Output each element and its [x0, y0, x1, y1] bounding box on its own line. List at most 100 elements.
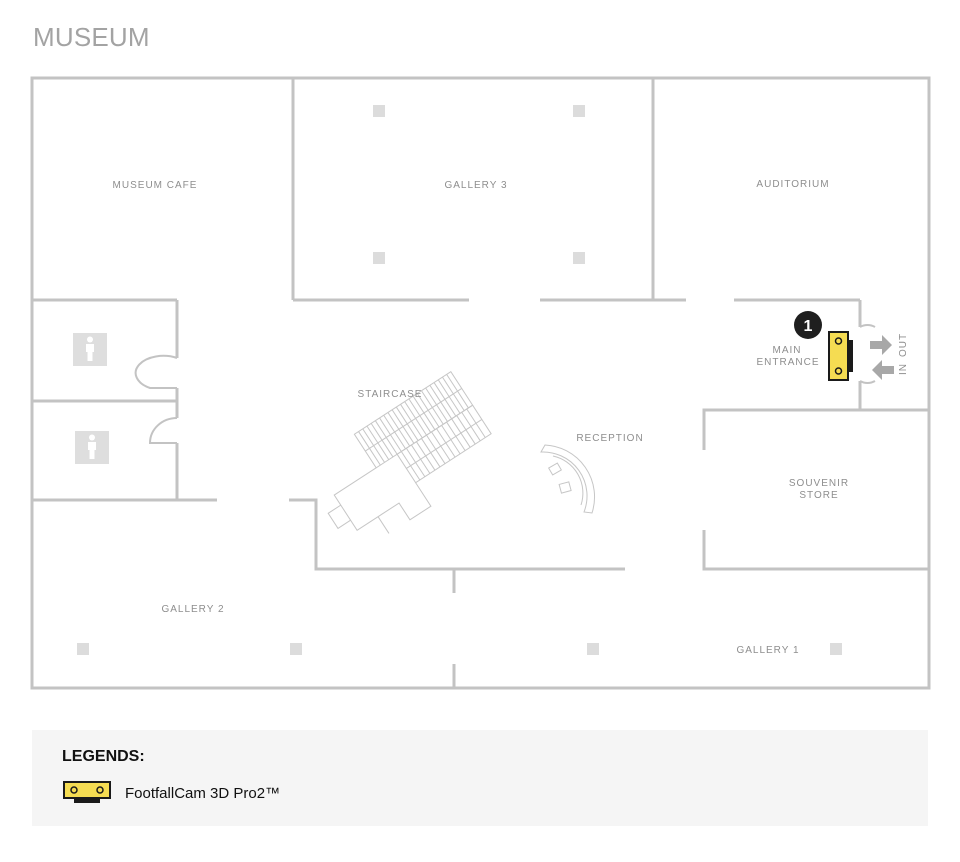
out-label: OUT — [898, 333, 909, 357]
stair-step — [400, 451, 412, 467]
walls — [30, 76, 931, 690]
stair-step — [379, 417, 391, 435]
pillar — [830, 643, 842, 655]
stair-step — [412, 395, 425, 414]
stair-step — [390, 434, 402, 452]
wall — [289, 498, 625, 571]
door-swing — [859, 380, 876, 384]
device-number-badge — [794, 311, 822, 339]
stair-step — [410, 420, 423, 439]
stair-step — [415, 462, 426, 478]
stair-step — [358, 431, 370, 449]
stair-step — [415, 418, 427, 436]
pillar — [373, 105, 385, 117]
person-icon — [88, 434, 96, 459]
stair-step — [457, 390, 469, 409]
stair-step — [431, 431, 442, 447]
stair-step — [410, 465, 421, 481]
stair-step — [410, 444, 422, 460]
footfallcam-icon — [63, 781, 111, 803]
pillar — [290, 643, 302, 655]
reception-chair — [547, 462, 563, 476]
stair-step — [377, 442, 390, 460]
door-swing — [859, 324, 876, 328]
stair-step — [461, 412, 472, 427]
stair-step — [402, 426, 415, 444]
stair-step — [391, 409, 404, 427]
stair-step — [456, 415, 467, 431]
reception-chair — [558, 481, 572, 494]
stair-step — [446, 421, 457, 437]
room-label-museum-cafe: MUSEUM CAFE — [113, 180, 198, 191]
stair-step — [431, 407, 444, 425]
stair-step — [475, 422, 486, 438]
stair-step — [369, 448, 381, 466]
pillar — [373, 252, 385, 264]
stair-step — [420, 458, 431, 474]
stair-step — [426, 434, 437, 450]
restroom-male — [73, 333, 107, 366]
page-title: MUSEUM — [33, 22, 150, 52]
pillar — [77, 643, 89, 655]
device-1[interactable]: 1 — [794, 311, 853, 381]
legend: LEGENDS: FootfallCam 3D Pro2™ — [32, 730, 928, 826]
stair-step — [406, 423, 419, 441]
room-label-souvenir-store-line1: SOUVENIR — [789, 478, 849, 489]
stair-step — [416, 441, 427, 457]
staircase-drawing — [327, 370, 492, 534]
legend-label: FootfallCam 3D Pro2™ — [125, 784, 281, 802]
restroom-female — [75, 431, 109, 464]
stair-step — [421, 390, 433, 408]
in-label: IN — [898, 363, 909, 375]
footfallcam-icon — [828, 331, 853, 381]
wall — [702, 530, 929, 571]
stair-step — [440, 401, 453, 420]
stair-step — [435, 449, 446, 464]
stair-step — [387, 412, 400, 430]
stair-step — [395, 406, 408, 425]
stair-step — [427, 409, 440, 428]
stair-step — [436, 428, 447, 444]
room-label-gallery-1: GALLERY 1 — [736, 645, 799, 656]
stair-step — [444, 399, 457, 417]
stair-step — [425, 387, 437, 406]
stair-step — [425, 455, 436, 471]
stair-step — [470, 426, 481, 442]
stair-step — [370, 423, 383, 441]
stair-step — [416, 393, 429, 411]
pillar — [573, 252, 585, 264]
stair-step — [374, 420, 387, 438]
stair-step — [433, 382, 446, 400]
stair-step — [366, 425, 379, 444]
room-label-reception: RECEPTION — [576, 433, 643, 444]
stair-step — [446, 374, 458, 392]
stair-step — [460, 432, 471, 448]
stair-step — [423, 412, 436, 430]
stair-step — [429, 384, 442, 403]
pillar — [573, 105, 585, 117]
stair-step — [442, 376, 454, 395]
stair-step — [437, 379, 450, 397]
pillars — [77, 105, 842, 655]
stair-step — [381, 439, 394, 458]
room-label-souvenir-store-line2: STORE — [799, 490, 838, 501]
stair-step — [373, 445, 385, 463]
room-label-main-entrance-line1: MAIN — [773, 345, 802, 356]
outer-wall — [30, 76, 931, 690]
stair-step — [450, 439, 461, 455]
stair-step — [465, 429, 476, 445]
wall — [702, 408, 929, 450]
device-number: 1 — [804, 318, 813, 335]
stair-step — [394, 431, 406, 450]
doors — [134, 324, 876, 444]
person-icon — [86, 336, 94, 361]
reception-counter — [540, 444, 596, 514]
room-label-gallery-2: GALLERY 2 — [161, 604, 224, 615]
stair-step — [400, 404, 412, 422]
stair-step — [445, 442, 456, 458]
stair-step — [408, 398, 421, 416]
stair-step — [466, 408, 477, 424]
door-swing — [134, 354, 178, 389]
room-label-auditorium: AUDITORIUM — [756, 179, 829, 190]
